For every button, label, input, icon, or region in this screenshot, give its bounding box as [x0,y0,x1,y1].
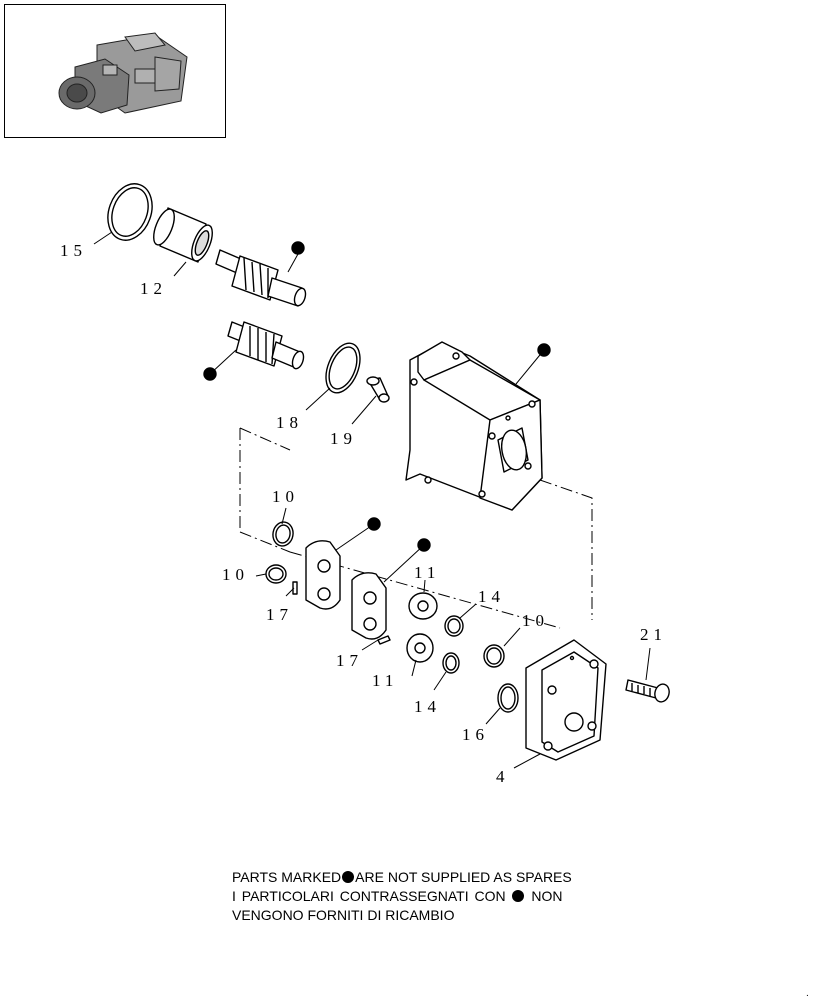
callout-10-left: 10 [222,565,249,584]
not-supplied-marker [291,241,305,255]
callout-11-upper: 11 [414,563,440,582]
note-line-2-start: I PARTICOLARI CONTRASSEGNATI CON [232,888,506,904]
callout-15: 15 [60,241,87,260]
bushing-12 [153,207,213,263]
callout-14-lower: 14 [414,697,441,716]
bearing-block-1 [305,540,341,610]
note-line-2: I PARTICOLARI CONTRASSEGNATI CON NON [232,887,563,906]
bullet-marker-icon [512,890,525,902]
callout-14-upper: 14 [478,587,505,606]
note-line-1-start: PARTS MARKED [232,869,342,885]
callout-10-top: 10 [272,487,299,506]
driven-gear-shaft [227,321,305,370]
pump-assembly-thumbnail [58,32,188,114]
page-mark: . [806,988,809,999]
callout-16: 16 [462,725,489,744]
bullet-marker-icon [342,871,355,883]
callout-18: 18 [276,413,303,432]
bearing-block-2 [351,572,387,640]
note-line-1-end: ARE NOT SUPPLIED AS SPARES [355,869,572,885]
callout-21: 21 [640,625,667,644]
cover-plate-4 [525,639,607,761]
thumbnail-frame [4,4,226,138]
bolt-21 [625,679,670,703]
pin-17-left [292,581,298,595]
note-line-3: VENGONO FORNITI DI RICAMBIO [232,907,455,923]
pump-body-housing [405,341,543,511]
callout-17-lower: 17 [336,651,363,670]
callout-19: 19 [330,429,357,448]
leader-lines [93,231,651,769]
note-line-2-end: NON [531,888,563,904]
screw-19 [366,376,390,403]
drive-gear-shaft [215,249,307,307]
callout-10-right: 10 [522,611,549,630]
note-line-1: PARTS MARKED ARE NOT SUPPLIED AS SPARES [232,868,572,887]
callout-4: 4 [496,767,510,786]
callout-17-left: 17 [266,605,293,624]
callout-12: 12 [140,279,167,298]
pin-17-lower [377,635,391,645]
callout-11-lower: 11 [372,671,398,690]
